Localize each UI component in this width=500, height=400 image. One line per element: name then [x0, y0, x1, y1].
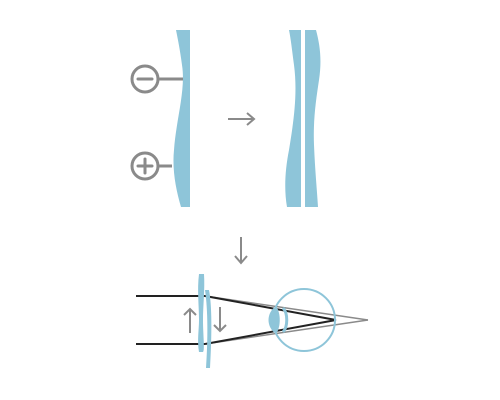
right-arrow-icon	[228, 112, 256, 126]
eye-cornea-icon	[281, 306, 289, 334]
lens-with-electrodes	[130, 30, 190, 207]
down-arrow-icon	[234, 237, 248, 265]
corrective-lens-inner	[205, 290, 212, 368]
negative-electrode	[130, 64, 183, 94]
deformed-lens-right-half	[305, 30, 321, 207]
deformed-lens-left-half	[285, 30, 301, 207]
flexible-lens-initial	[173, 30, 190, 207]
focused-ray-bottom	[204, 319, 337, 345]
down-arrow-small-icon	[213, 307, 227, 333]
up-arrow-icon	[183, 307, 197, 333]
eyeball-icon	[272, 288, 336, 352]
positive-electrode	[130, 151, 172, 181]
deformed-lens	[285, 30, 321, 207]
corrective-lens-outer	[198, 274, 205, 352]
optics-with-eye	[136, 274, 369, 368]
eye-lens-icon	[268, 306, 280, 334]
focused-ray-top	[204, 295, 337, 321]
